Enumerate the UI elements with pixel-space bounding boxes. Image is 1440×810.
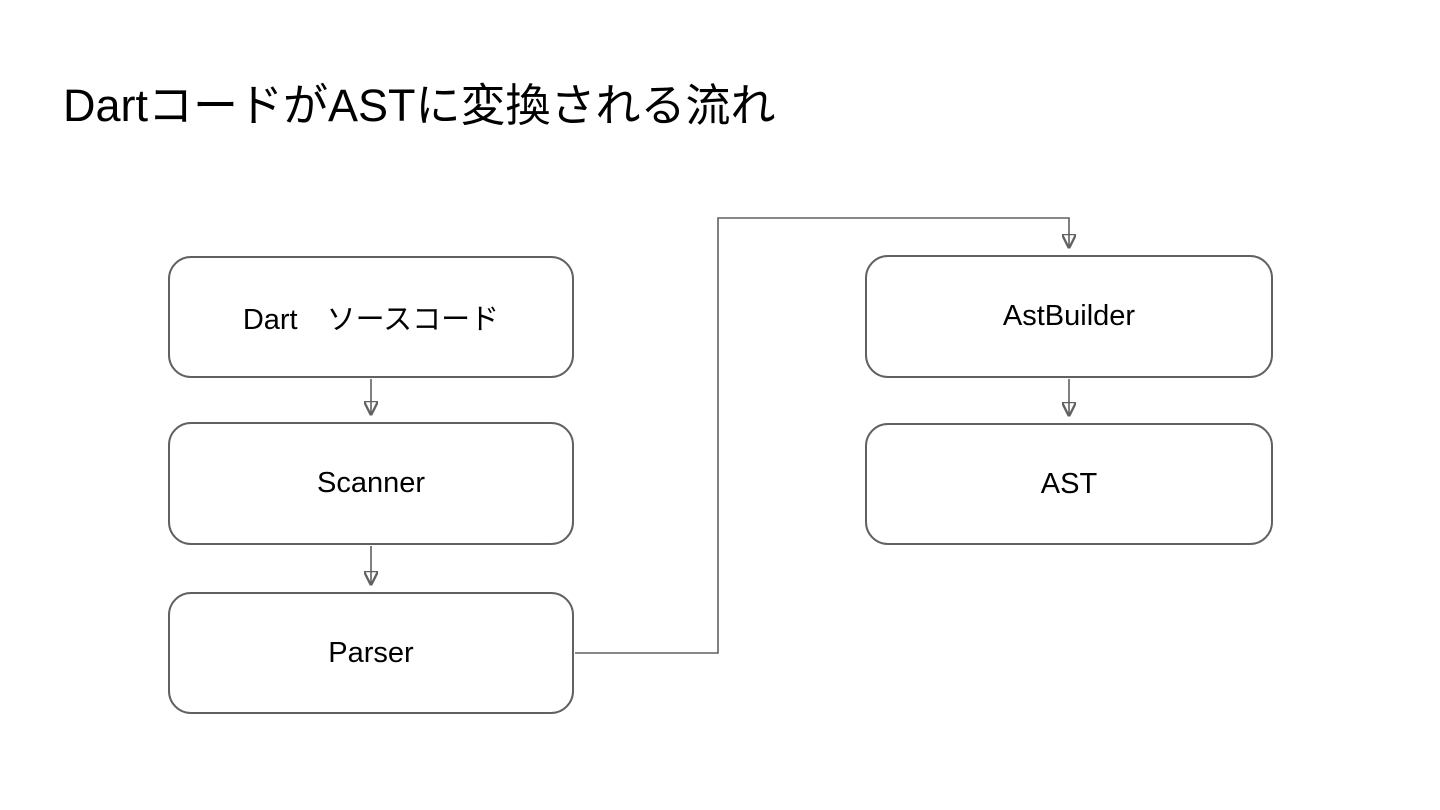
node-label: Scanner <box>316 467 425 499</box>
node-label: AstBuilder <box>1002 300 1136 332</box>
node-label: AST <box>1040 467 1098 500</box>
node-label: Parser <box>328 636 414 669</box>
slide-title: DartコードがASTに変換される流れ <box>63 80 776 131</box>
node-parser: Parser <box>168 592 574 714</box>
node-ast: AST <box>865 423 1273 545</box>
node-astbuilder: AstBuilder <box>865 255 1273 378</box>
node-label: Dart ソースコード <box>242 304 500 336</box>
node-dart-source: Dart ソースコード <box>168 256 574 378</box>
node-scanner: Scanner <box>168 422 574 545</box>
